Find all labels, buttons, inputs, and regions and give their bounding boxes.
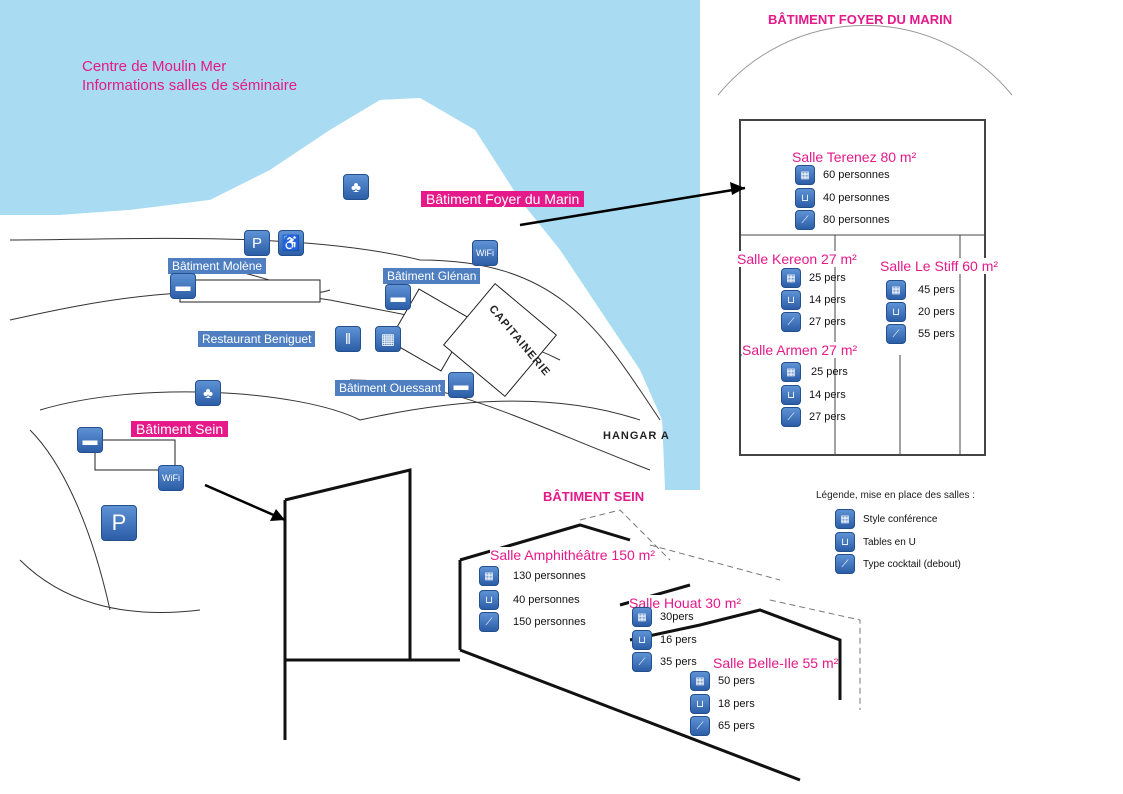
wifi-icon: WiFi: [472, 240, 498, 266]
room-terenez: Salle Terenez 80 m²: [792, 149, 917, 165]
map-label-molene[interactable]: Bâtiment Molène: [168, 258, 267, 274]
capacity-conference: 30pers: [660, 611, 694, 623]
foyer-title: BÂTIMENT FOYER DU MARIN: [768, 12, 953, 27]
sea: [0, 0, 700, 490]
u-table-icon: ⊔: [479, 590, 499, 610]
map-label-restaurant[interactable]: Restaurant Beniguet: [198, 331, 316, 347]
u-table-icon: ⊔: [690, 694, 710, 714]
bed-icon: ▬: [385, 284, 411, 310]
arrow-to-sein: [204, 483, 286, 522]
conference-icon: ▦: [886, 280, 906, 300]
parking-icon: P: [244, 230, 270, 256]
capacity-u: 16 pers: [660, 634, 697, 646]
u-table-icon: ⊔: [781, 290, 801, 310]
restaurant-icon: ǁ: [335, 326, 361, 352]
cocktail-icon: ⟋: [479, 612, 499, 632]
legend-item: Type cocktail (debout): [863, 558, 961, 570]
capacity-cocktail: 80 personnes: [823, 214, 890, 226]
u-table-icon: ⊔: [781, 385, 801, 405]
cocktail-icon: ⟋: [835, 554, 855, 574]
conference-icon: ▦: [795, 165, 815, 185]
cocktail-icon: ⟋: [886, 324, 906, 344]
room-belle-ile: Salle Belle-Ile 55 m²: [713, 655, 839, 671]
cocktail-icon: ⟋: [795, 210, 815, 230]
conference-icon: ▦: [781, 362, 801, 382]
capacity-conference: 45 pers: [918, 284, 955, 296]
parking-icon: P: [101, 505, 137, 541]
map-label-glenan[interactable]: Bâtiment Glénan: [383, 268, 481, 284]
conference-icon: ▦: [835, 509, 855, 529]
room-houat: Salle Houat 30 m²: [629, 595, 742, 611]
capacity-conference: 130 personnes: [513, 570, 586, 582]
cocktail-icon: ⟋: [781, 407, 801, 427]
legend-title: Légende, mise en place des salles :: [816, 490, 975, 501]
bed-icon: ▬: [77, 427, 103, 453]
site-subtitle: Informations salles de séminaire: [82, 77, 298, 94]
capacity-cocktail: 55 pers: [918, 328, 955, 340]
wheelchair-icon: ♿: [278, 230, 304, 256]
room-amphitheatre: Salle Amphithéâtre 150 m²: [490, 547, 655, 563]
u-table-icon: ⊔: [795, 188, 815, 208]
wifi-icon: WiFi: [158, 465, 184, 491]
capacity-u: 18 pers: [718, 698, 755, 710]
arrow-to-foyer: [519, 186, 746, 227]
capacity-conference: 50 pers: [718, 675, 755, 687]
foyer-floor-plan: [717, 24, 1013, 456]
capacity-cocktail: 150 personnes: [513, 616, 586, 628]
cocktail-icon: ⟋: [781, 312, 801, 332]
capacity-u: 20 pers: [918, 306, 955, 318]
forest-icon: ♣: [195, 380, 221, 406]
legend-item: Tables en U: [863, 536, 916, 548]
capacity-cocktail: 27 pers: [809, 316, 846, 328]
map-label-foyer[interactable]: Bâtiment Foyer du Marin: [421, 191, 585, 207]
forest-icon: ♣: [343, 174, 369, 200]
u-table-icon: ⊔: [632, 630, 652, 650]
bed-icon: ▬: [448, 372, 474, 398]
capacity-cocktail: 27 pers: [809, 411, 846, 423]
room-le-stiff: Salle Le Stiff 60 m²: [880, 258, 999, 274]
capacity-u: 14 pers: [809, 389, 846, 401]
legend-item: Style conférence: [863, 513, 938, 525]
map-label-ouessant[interactable]: Bâtiment Ouessant: [335, 380, 446, 396]
conference-icon: ▦: [690, 671, 710, 691]
conference-icon: ▦: [632, 607, 652, 627]
capacity-u: 40 personnes: [823, 192, 890, 204]
capacity-cocktail: 65 pers: [718, 720, 755, 732]
map-label-sein[interactable]: Bâtiment Sein: [131, 421, 229, 437]
bed-icon: ▬: [170, 273, 196, 299]
conference-icon: ▦: [479, 566, 499, 586]
hangar-label: HANGAR A: [603, 430, 670, 442]
capacity-u: 40 personnes: [513, 594, 580, 606]
capacity-conference: 60 personnes: [823, 169, 890, 181]
capacity-cocktail: 35 pers: [660, 656, 697, 668]
u-table-icon: ⊔: [886, 302, 906, 322]
sein-title: BÂTIMENT SEIN: [543, 489, 645, 504]
capacity-conference: 25 pers: [811, 366, 848, 378]
capacity-u: 14 pers: [809, 294, 846, 306]
conference-icon: ▦: [781, 268, 801, 288]
u-table-icon: ⊔: [835, 532, 855, 552]
room-kereon: Salle Kereon 27 m²: [737, 251, 857, 267]
cocktail-icon: ⟋: [632, 652, 652, 672]
cocktail-icon: ⟋: [690, 716, 710, 736]
site-title: Centre de Moulin Mer: [82, 58, 227, 75]
room-armen: Salle Armen 27 m²: [742, 342, 858, 358]
capacity-conference: 25 pers: [809, 272, 846, 284]
seminar-room-icon: ▦: [375, 326, 401, 352]
